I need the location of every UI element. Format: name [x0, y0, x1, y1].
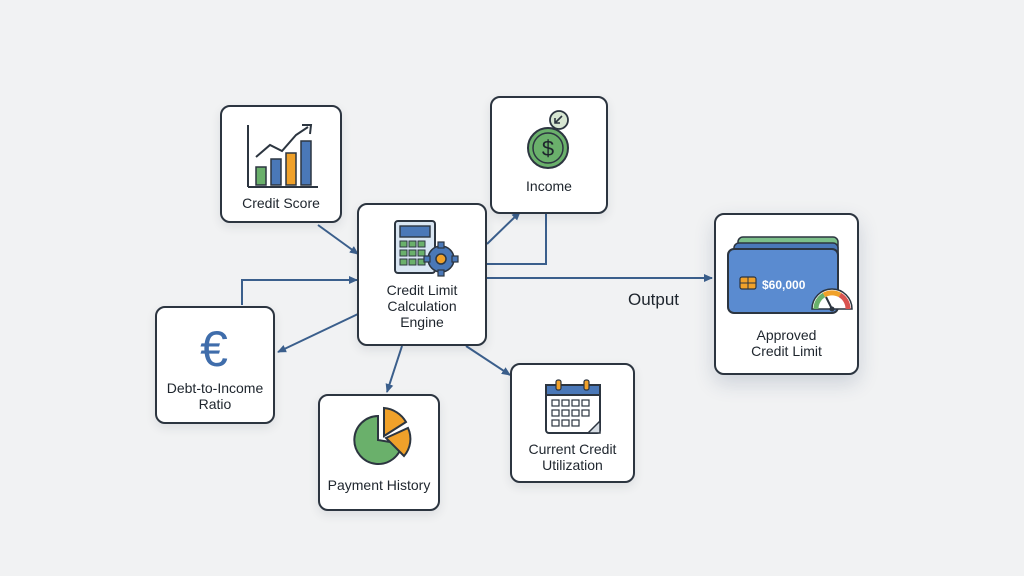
arrow-engine-to-utilization: [465, 345, 511, 376]
engine-label-line-1: Credit Limit: [386, 282, 458, 298]
svg-text:€: €: [200, 322, 228, 374]
approved-label: Approved Credit Limit: [751, 327, 822, 373]
arrow-engine-to-payment-history: [385, 345, 403, 393]
credit-card-gauge-icon: $60,000: [726, 235, 856, 322]
svg-text:$: $: [542, 136, 554, 161]
arrow-credit-score-to-engine: [317, 224, 359, 255]
payment-history-label: Payment History: [327, 477, 431, 493]
credit-score-label: Credit Score: [242, 195, 320, 211]
arrow-engine-to-income: [486, 211, 521, 245]
dti-label-line-2: Ratio: [198, 396, 232, 412]
income-label: Income: [526, 178, 572, 194]
engine-label-line-2: Calculation: [387, 298, 457, 314]
bar-chart-up-icon: [244, 121, 320, 196]
engine-node[interactable]: Credit Limit Calculation Engine: [357, 203, 487, 346]
pie-chart-icon: [348, 404, 414, 471]
utilization-label: Current Credit Utilization: [529, 441, 617, 481]
euro-icon: €: [190, 321, 240, 379]
arrow-dti-to-engine: [241, 276, 358, 305]
utilization-node[interactable]: Current Credit Utilization: [510, 363, 635, 483]
approved-label-line-2: Credit Limit: [751, 343, 822, 359]
income-node[interactable]: $ Income: [490, 96, 608, 214]
dti-node[interactable]: € Debt-to-Income Ratio: [155, 306, 275, 424]
engine-label-line-3: Engine: [400, 314, 444, 330]
output-label: Output: [628, 290, 680, 309]
card-amount: $60,000: [762, 278, 806, 292]
dti-label-line-1: Debt-to-Income: [166, 380, 264, 396]
calculator-gear-icon: [391, 217, 459, 284]
dollar-coin-icon: $: [524, 108, 578, 175]
payment-history-node[interactable]: Payment History: [318, 394, 440, 511]
arrow-engine-to-dti: [277, 313, 359, 353]
utilization-label-line-1: Current Credit: [528, 441, 617, 457]
credit-score-node[interactable]: Credit Score: [220, 105, 342, 223]
approved-node[interactable]: $60,000 Approved Credit Limit: [714, 213, 859, 375]
arrow-income-to-engine: [487, 212, 547, 265]
calendar-icon: [542, 377, 606, 442]
dti-label: Debt-to-Income Ratio: [167, 380, 263, 422]
engine-label: Credit Limit Calculation Engine: [387, 282, 458, 344]
utilization-label-line-2: Utilization: [542, 457, 603, 473]
approved-label-line-1: Approved: [756, 327, 817, 343]
